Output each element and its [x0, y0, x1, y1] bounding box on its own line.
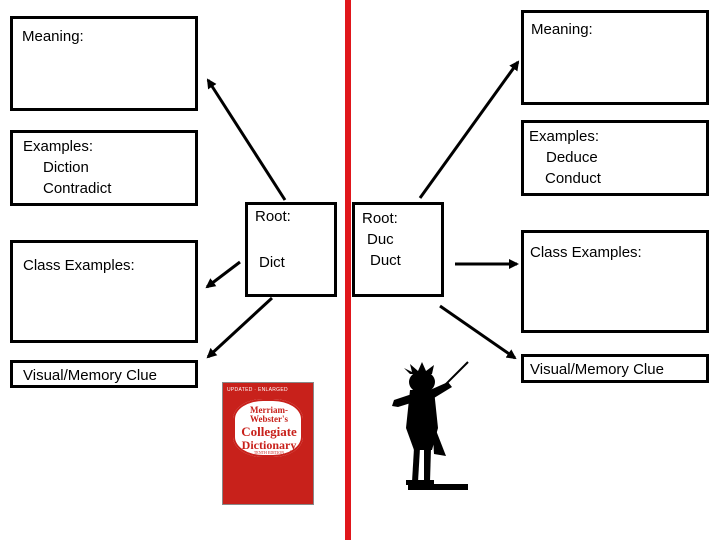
book-title-line: Dictionary: [241, 438, 297, 452]
meaning-box-left[interactable]: Meaning:: [10, 16, 198, 111]
book-title-line: Webster's: [250, 414, 288, 424]
arrow-to-class-left: [205, 260, 241, 289]
center-divider: [345, 0, 351, 540]
arrow-to-meaning-left: [206, 78, 287, 201]
class-examples-box-right[interactable]: Class Examples:: [521, 230, 709, 333]
arrow-to-meaning-right: [418, 60, 520, 199]
root-value-right: Duct: [370, 252, 401, 269]
examples-label-right: Examples:: [529, 128, 600, 145]
root-box-left[interactable]: Root: Dict: [245, 202, 337, 297]
meaning-label-left: Meaning:: [22, 28, 84, 45]
example-item-right: Conduct: [545, 170, 601, 187]
arrow-to-visual-left: [206, 296, 274, 359]
book-title-line: Collegiate: [241, 424, 297, 439]
conductor-silhouette-icon: [392, 361, 469, 490]
visual-clue-box-right[interactable]: Visual/Memory Clue: [521, 354, 709, 383]
meaning-box-right[interactable]: Meaning:: [521, 10, 709, 105]
root-label-right: Root:: [362, 210, 398, 227]
example-item-left: Diction: [43, 159, 89, 176]
examples-label-left: Examples:: [23, 138, 94, 155]
book-top-strip: UPDATED · ENLARGED: [227, 387, 288, 393]
class-examples-label-left: Class Examples:: [23, 257, 135, 274]
arrow-to-visual-right: [439, 304, 517, 360]
root-box-right[interactable]: Root: Duc Duct: [352, 202, 444, 297]
class-examples-box-left[interactable]: Class Examples:: [10, 240, 198, 343]
book-title-plate: [233, 399, 303, 457]
visual-clue-box-left[interactable]: Visual/Memory Clue: [10, 360, 198, 388]
root-label-left: Root:: [255, 208, 291, 225]
visual-clue-label-right: Visual/Memory Clue: [530, 361, 664, 378]
root-value-right: Duc: [367, 231, 394, 248]
dictionary-book-icon: UPDATED · ENLARGED Merriam- Webster's Co…: [222, 382, 314, 505]
example-item-left: Contradict: [43, 180, 112, 197]
class-examples-label-right: Class Examples:: [530, 244, 642, 261]
root-value-left: Dict: [259, 254, 285, 271]
book-edition: TENTH EDITION: [253, 450, 285, 455]
meaning-label-right: Meaning:: [531, 21, 593, 38]
examples-box-left[interactable]: Examples: Diction Contradict: [10, 130, 198, 206]
visual-clue-label-left: Visual/Memory Clue: [23, 367, 157, 384]
examples-box-right[interactable]: Examples: Deduce Conduct: [521, 120, 709, 196]
example-item-right: Deduce: [546, 149, 598, 166]
book-title-line: Merriam-: [250, 405, 288, 415]
